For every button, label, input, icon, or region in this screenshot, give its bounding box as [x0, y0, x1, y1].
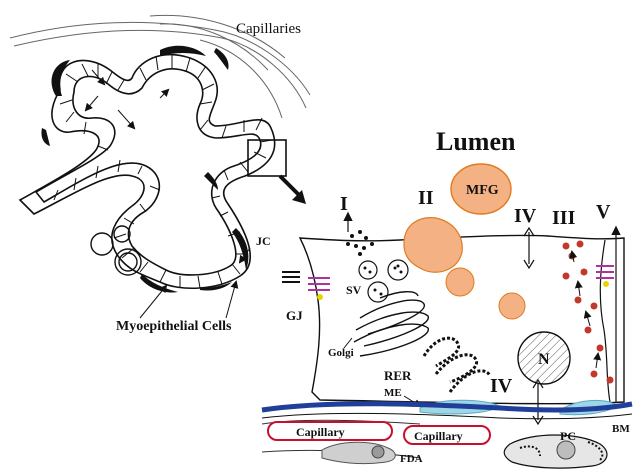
secretory-vesicles [358, 259, 409, 303]
jc-label: JC [256, 234, 271, 248]
pathway-v-label: V [596, 201, 611, 223]
epithelial-cell-segments [53, 54, 273, 289]
adipocyte-circles [90, 225, 142, 276]
cell-membrane [298, 234, 625, 405]
nucleus-label: N [538, 351, 550, 368]
lumen-label: Lumen [436, 127, 516, 156]
secretory-vesicle-contents [363, 264, 403, 296]
pathway-iv-top-arrow [523, 226, 535, 270]
myoepithelial-pointer-1 [139, 284, 168, 319]
gap-junction-left [308, 277, 330, 291]
plasma-cell [503, 434, 608, 469]
lipid-droplet-small-2 [498, 292, 526, 320]
pathway-iii-label: III [552, 207, 576, 229]
zoom-box [247, 139, 287, 177]
bm-label: BM [612, 423, 630, 435]
golgi-label: Golgi [328, 347, 354, 359]
capillary-left [267, 421, 393, 441]
fda-label: FDA [400, 453, 423, 465]
capillary-left-label: Capillary [296, 425, 345, 439]
pc-label: PC [560, 429, 576, 443]
nucleus [517, 331, 571, 385]
myoepithelial-pointer-2 [225, 280, 239, 319]
gj-label: GJ [286, 308, 303, 323]
golgi-apparatus [353, 291, 429, 357]
myoepithelial-cells-label: Myoepithelial Cells [116, 319, 232, 334]
rough-er [422, 336, 492, 393]
tight-junction-right [603, 281, 609, 287]
mfg-globule [450, 163, 512, 215]
gap-junction-right [596, 265, 614, 279]
fibroblast-nucleus [371, 445, 385, 459]
budding-lipid-droplet [403, 217, 463, 273]
golgi-pointer [343, 337, 353, 349]
rer-label: RER [384, 368, 412, 383]
capillaries-label: Capillaries [236, 21, 301, 37]
zoom-arrow [278, 174, 306, 204]
me-label: ME [384, 387, 402, 399]
jc-pointer [238, 247, 251, 264]
sv-label: SV [346, 283, 362, 297]
plasma-cell-nucleus [556, 440, 576, 460]
pathway-i-label: I [340, 193, 348, 215]
basement-membrane [261, 401, 633, 413]
capillary-right [403, 425, 491, 445]
pathway-iv-bottom-arrow [532, 378, 544, 426]
tight-junction-left [317, 294, 323, 300]
lipid-droplet-small-1 [445, 267, 475, 297]
plasma-cell-er [519, 441, 604, 461]
pathway-iv-top-label: IV [514, 205, 537, 227]
pathway-iv-bottom-label: IV [490, 375, 513, 397]
lumen-flow-arrows [84, 69, 170, 130]
pathway-ii-label: II [418, 187, 434, 209]
transcytosis-arrows [569, 250, 602, 369]
basement-membrane-lower [261, 412, 633, 420]
mfg-label: MFG [466, 183, 499, 198]
secretory-granules [346, 230, 374, 256]
capillary-right-label: Capillary [414, 429, 463, 443]
neighbor-junction-marks [282, 271, 300, 283]
capillary-strands [9, 14, 311, 119]
